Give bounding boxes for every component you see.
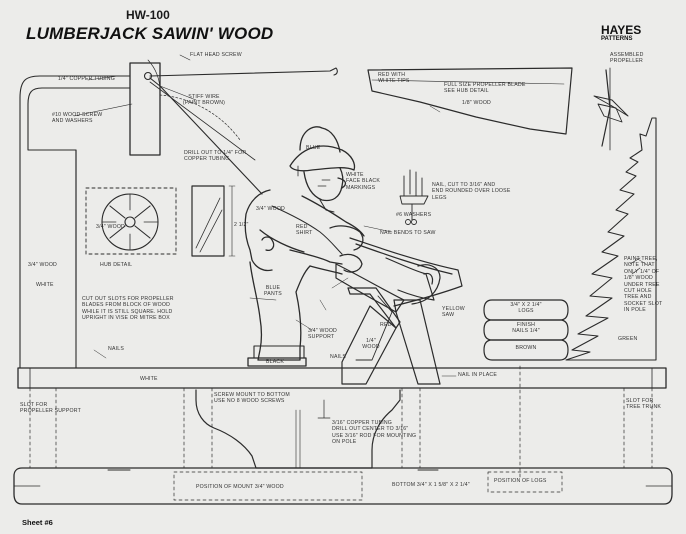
pole-outline — [19, 75, 131, 369]
propeller-blade-full-size — [367, 67, 573, 135]
label-finish-nails: FINISH NAILS 1/4" — [512, 322, 540, 335]
label-bottom: BOTTOM 3/4" X 1 5/8" X 2 1/4" — [392, 482, 470, 488]
label-tree-note: PAINT TREE, NOTE THAT ONLY 1/4" OF 1/8" … — [624, 256, 663, 314]
label-sawhorse-wood: 1/4" WOOD — [362, 338, 380, 351]
sawhorse — [341, 287, 441, 385]
label-copper-tubing: 1/4" COPPER TUBING — [58, 76, 115, 82]
label-full-size-blade: FULL SIZE PROPELLER BLADE SEE HUB DETAIL — [444, 82, 526, 95]
label-blade-wood: 1/8" WOOD — [462, 100, 492, 106]
label-washers: #6 WASHERS — [396, 212, 432, 218]
label-nails-left: NAILS — [108, 346, 124, 352]
label-hub-detail: HUB DETAIL — [100, 262, 133, 268]
assembled-propeller — [593, 67, 629, 151]
pine-tree — [565, 117, 657, 361]
label-wood-screw: #10 WOOD SCREW AND WASHERS — [52, 112, 103, 125]
label-blue-cap: BLUE — [306, 145, 321, 151]
label-blade-color: RED WITH WHITE TIPS — [378, 72, 410, 85]
lumberjack-figure — [244, 126, 365, 367]
label-logs: 3/4" X 2 1/4" LOGS — [510, 302, 542, 315]
mount-pedestal — [195, 389, 401, 469]
label-white-base: WHITE — [140, 376, 158, 382]
label-black: BLACK — [266, 359, 285, 365]
label-copper-tubing-drill: 3/16" COPPER TUBING DRILL OUT CENTER TO … — [332, 420, 417, 446]
flat-head-screw-wire — [149, 67, 338, 77]
label-nails-right: NAILS — [330, 354, 346, 360]
label-red: RED — [380, 322, 392, 328]
label-flat-head-screw: FLAT HEAD SCREW — [190, 52, 242, 58]
label-nail-bend: NAIL BENDS TO SAW — [380, 230, 436, 236]
label-wood-34-side: 3/4" WOOD — [28, 262, 58, 268]
dashed-guides — [29, 365, 653, 501]
label-blue-pants: BLUE PANTS — [264, 285, 282, 298]
label-hub-wood: 3/4" WOOD — [96, 224, 126, 230]
hub-side-view — [191, 185, 236, 257]
hub-detail — [85, 187, 177, 255]
label-green: GREEN — [618, 336, 638, 342]
brand-logo: HAYES — [601, 23, 642, 37]
label-dim-2-half: 2 1/2" — [234, 222, 249, 228]
label-screw-mount: SCREW MOUNT TO BOTTOM USE NO 8 WOOD SCRE… — [214, 392, 290, 405]
label-brown: BROWN — [515, 345, 537, 351]
label-drill-out: DRILL OUT TO 1/4" FOR COPPER TUBING — [184, 150, 247, 163]
label-slot-tree: SLOT FOR TREE TRUNK — [626, 398, 662, 411]
label-wood-34-body: 3/4" WOOD — [256, 206, 286, 212]
label-white-side: WHITE — [36, 282, 54, 288]
label-support: 3/4" WOOD SUPPORT — [308, 328, 338, 341]
label-position-logs: POSITION OF LOGS — [494, 478, 547, 484]
label-red-shirt: RED SHIRT — [296, 224, 313, 237]
label-cut-slots: CUT OUT SLOTS FOR PROPELLER BLADES FROM … — [82, 296, 174, 322]
label-yellow-saw: YELLOW SAW — [442, 306, 465, 319]
label-position-mount: POSITION OF MOUNT 3/4" WOOD — [196, 484, 284, 490]
bottom-board — [13, 467, 673, 505]
leader-lines — [93, 105, 647, 377]
label-assembled-propeller: ASSEMBLED PROPELLER — [610, 52, 644, 65]
label-nail-cut: NAIL, CUT TO 3/16" AND END ROUNDED OVER … — [432, 182, 511, 201]
label-slot-propeller: SLOT FOR PROPELLER SUPPORT — [20, 402, 81, 415]
propeller-support-block — [129, 62, 161, 156]
arc-dimension — [159, 94, 241, 141]
label-nail-in-place: NAIL IN PLACE — [458, 372, 498, 378]
label-stiff-wire: STIFF WIRE (PAINT BROWN) — [182, 94, 226, 107]
label-face: WHITE FACE BLACK MARKINGS — [346, 172, 381, 191]
sawdust-washers — [399, 169, 429, 225]
brand-tagline: PATTERNS — [601, 36, 633, 42]
pattern-number: HW-100 — [126, 8, 170, 22]
sheet-number: Sheet #6 — [22, 518, 53, 527]
base-board — [17, 367, 667, 389]
pattern-title: LUMBERJACK SAWIN' WOOD — [26, 24, 274, 43]
stacked-logs — [483, 299, 569, 361]
